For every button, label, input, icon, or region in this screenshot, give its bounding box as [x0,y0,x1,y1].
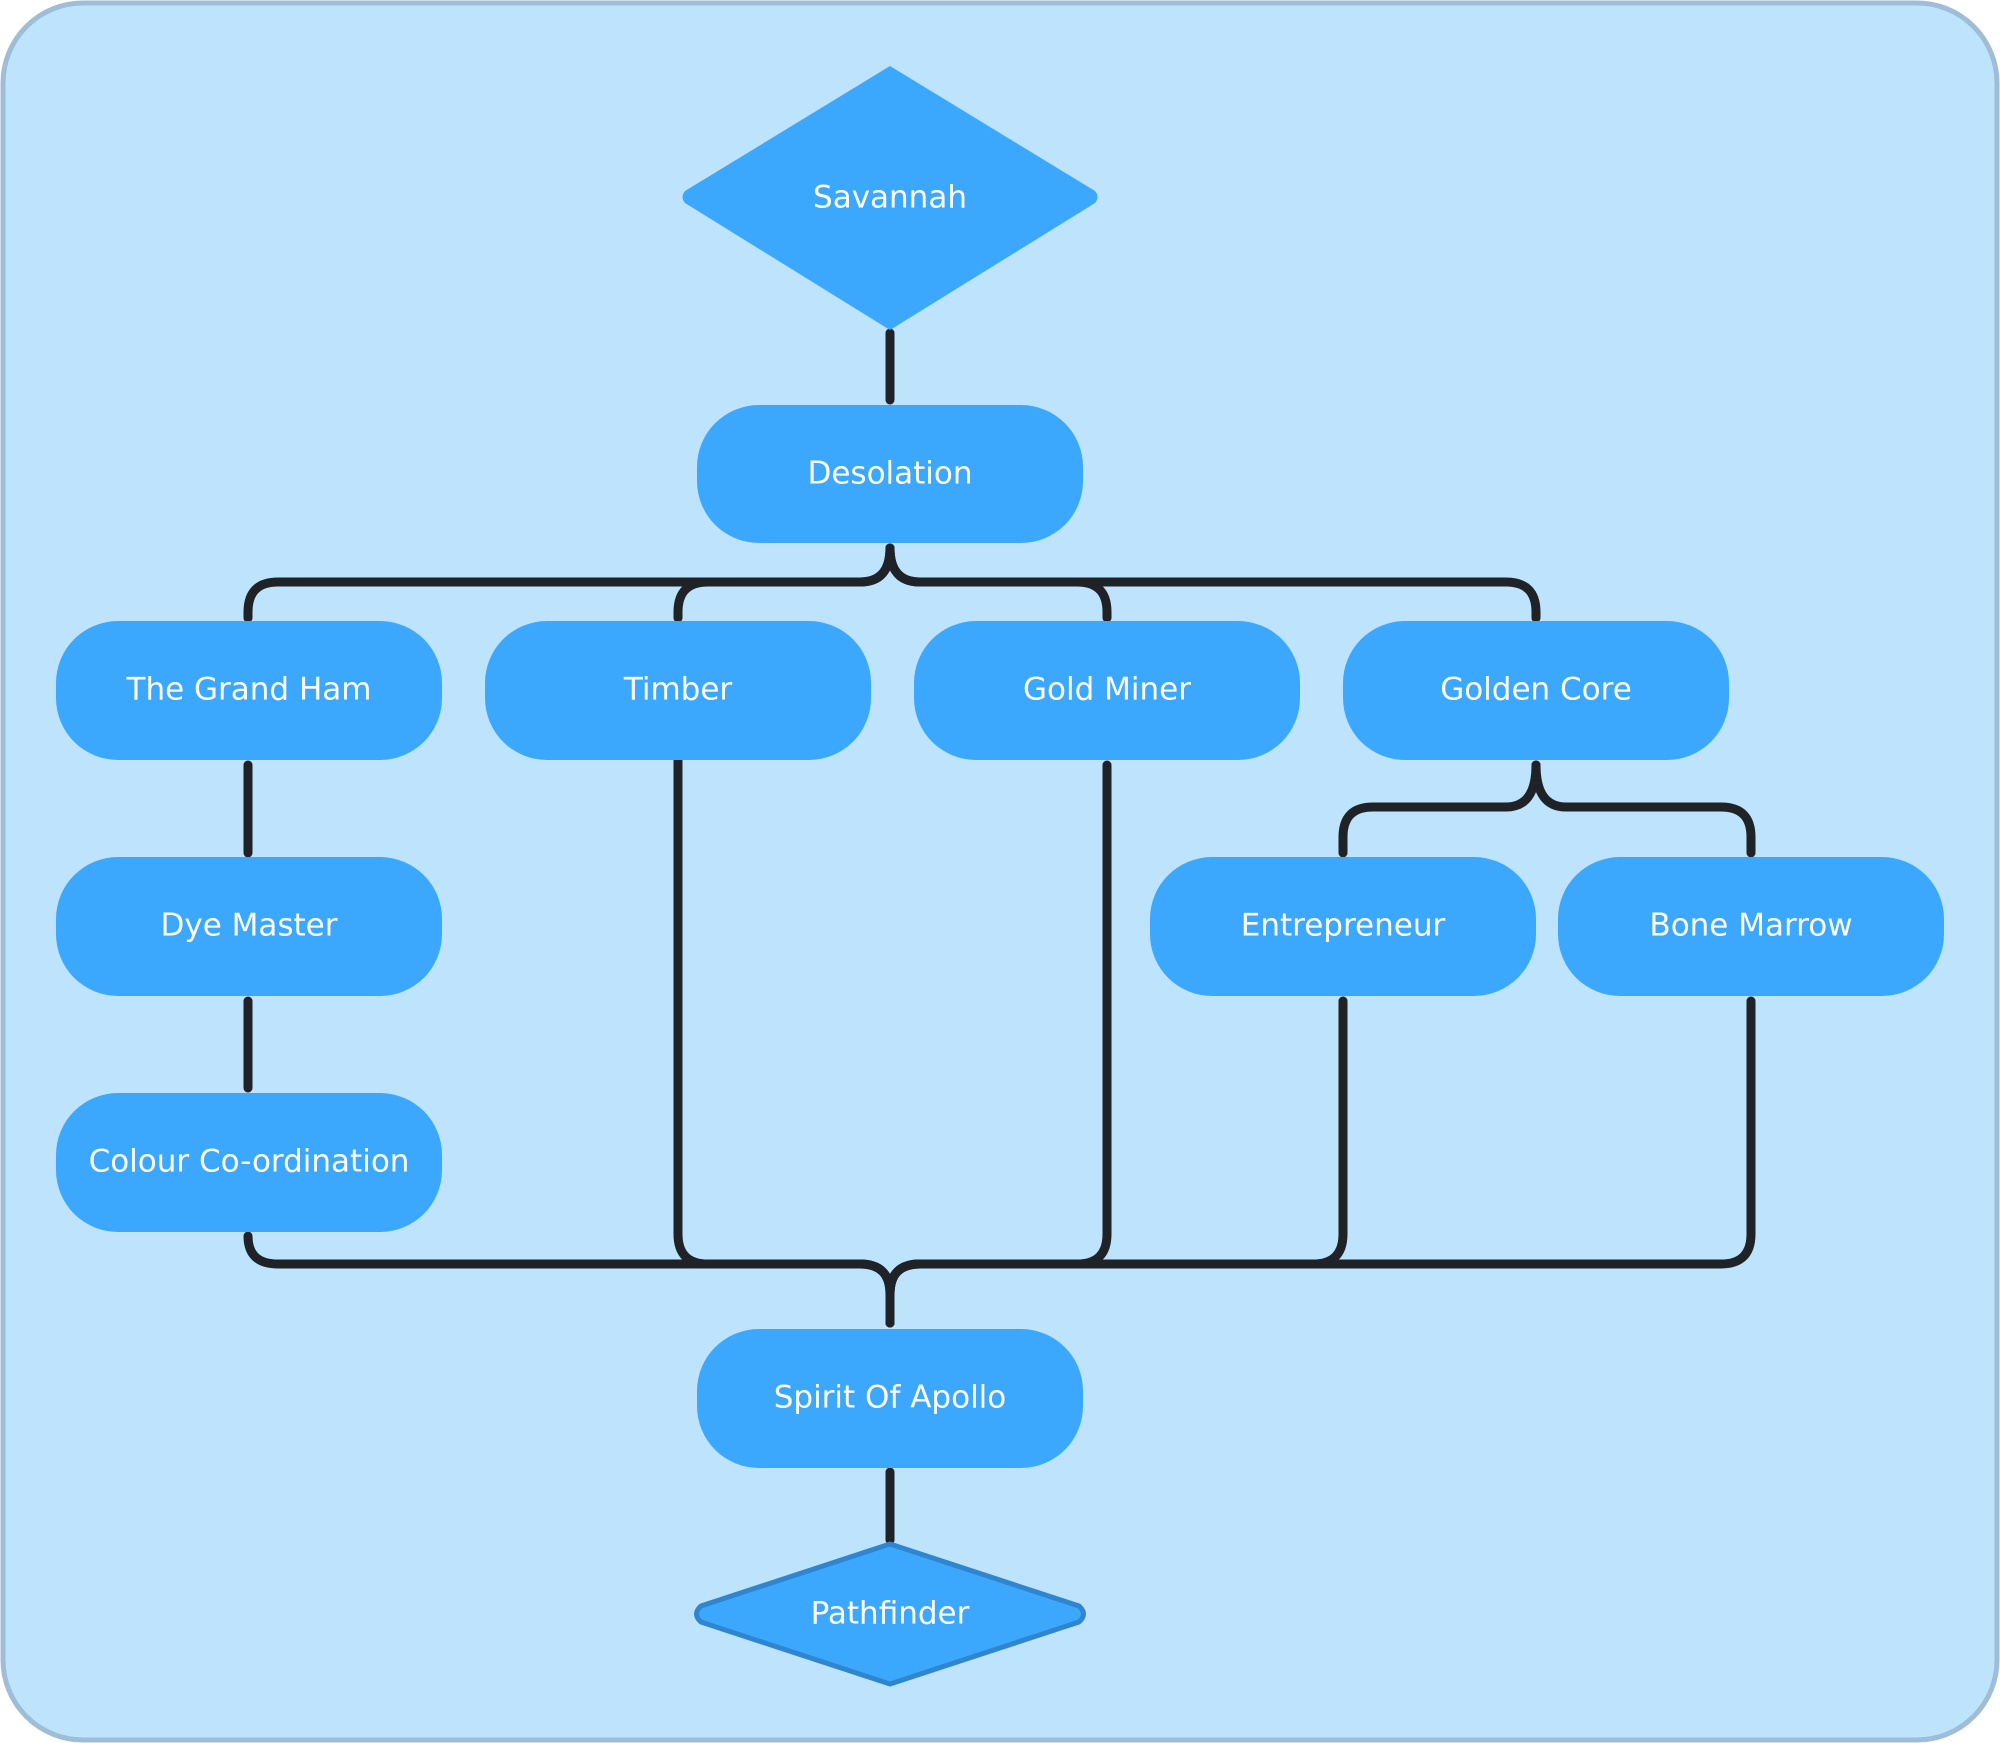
node-spirit-of-apollo: Spirit Of Apollo [697,1329,1083,1468]
node-label-golden-core: Golden Core [1440,672,1632,708]
node-timber: Timber [485,621,871,760]
node-label-dye-master: Dye Master [160,908,337,944]
process-box [697,405,1083,543]
connector-golden-core-bone-marrow [1531,760,1756,858]
decision-diamond [682,66,1098,330]
node-golden-core: Golden Core [1343,621,1729,760]
connector-golden-core-entrepreneur [1338,760,1541,858]
node-colour-coordination: Colour Co-ordination [56,1093,442,1232]
process-box [56,857,442,996]
node-label-bone-marrow: Bone Marrow [1649,908,1852,944]
node-savannah: Savannah [682,66,1098,330]
nodes: Savannah Desolation The Grand Ham Timber… [56,66,1944,1687]
node-entrepreneur: Entrepreneur [1150,857,1536,996]
process-box [914,621,1300,760]
process-box [697,1329,1083,1468]
node-label-gold-miner: Gold Miner [1023,672,1191,708]
connector-bone-marrow-spirit-of-apollo [885,996,1756,1328]
process-box [1150,857,1536,996]
node-label-spirit-of-apollo: Spirit Of Apollo [774,1380,1007,1416]
process-box [1343,621,1729,760]
node-the-grand-ham: The Grand Ham [56,621,442,760]
process-box [485,621,871,760]
node-label-savannah: Savannah [813,180,967,216]
connector-desolation-golden-core [885,543,1541,623]
connectors [243,328,1756,1545]
node-dye-master: Dye Master [56,857,442,996]
connector-desolation-timber [673,543,895,623]
node-label-desolation: Desolation [807,456,972,492]
node-bone-marrow: Bone Marrow [1558,857,1944,996]
process-box [1558,857,1944,996]
process-box [56,1093,442,1232]
node-label-entrepreneur: Entrepreneur [1241,908,1446,944]
node-label-timber: Timber [623,672,733,708]
node-label-colour-coordination: Colour Co-ordination [89,1144,410,1180]
node-pathfinder: Pathfinder [694,1541,1086,1687]
process-box [56,621,442,760]
node-label-the-grand-ham: The Grand Ham [126,672,372,708]
node-desolation: Desolation [697,405,1083,543]
decision-diamond [694,1541,1086,1687]
node-gold-miner: Gold Miner [914,621,1300,760]
node-label-pathfinder: Pathfinder [811,1596,970,1632]
